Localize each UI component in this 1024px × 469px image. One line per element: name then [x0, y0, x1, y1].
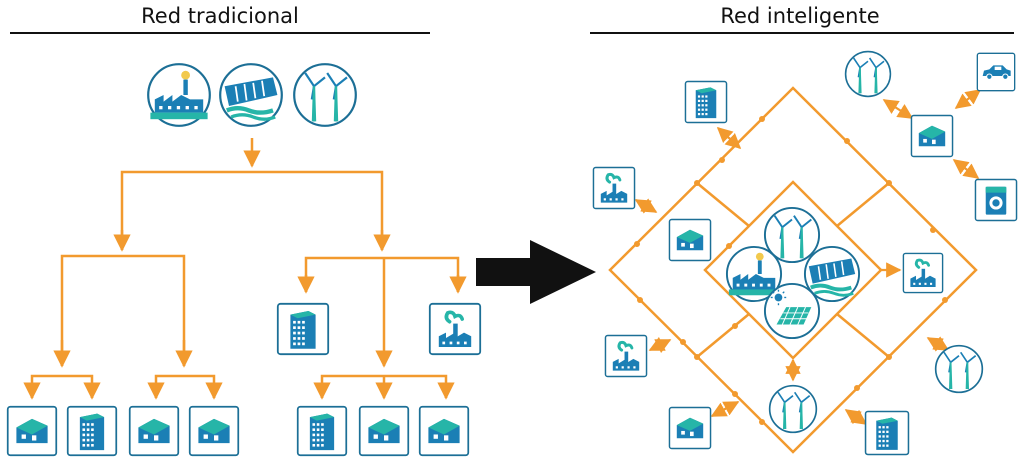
house-icon [358, 405, 410, 457]
wind-turbines-icon [768, 384, 818, 434]
office-building-icon [864, 410, 910, 456]
transition-arrow-icon [476, 240, 596, 304]
factory-icon [604, 334, 648, 378]
smart-grid-links [634, 89, 982, 425]
fossil-plant-icon [147, 63, 211, 127]
grid-nodes [634, 116, 948, 425]
house-icon [418, 405, 470, 457]
factory-icon [902, 252, 944, 294]
office-building-icon [296, 405, 348, 457]
office-building-icon [66, 405, 118, 457]
smart-grid-network [608, 86, 978, 454]
appliance-icon [974, 178, 1018, 222]
traditional-grid [23, 138, 467, 400]
house-icon [188, 405, 240, 457]
smart-grid-title: Red inteligente [720, 4, 880, 28]
office-building-icon [276, 302, 330, 356]
house-icon [6, 405, 58, 457]
wind-turbines-icon [293, 63, 357, 127]
hydro-dam-icon [220, 64, 282, 126]
house-icon [128, 405, 180, 457]
factory-icon [592, 166, 636, 210]
traditional-grid-title: Red tradicional [141, 4, 299, 28]
house-icon [668, 406, 712, 450]
electric-car-icon [976, 52, 1016, 92]
factory-icon [428, 302, 482, 356]
office-building-icon [684, 80, 728, 124]
house-icon [910, 114, 954, 158]
wind-turbines-icon [844, 50, 892, 98]
solar-panel-icon [763, 282, 821, 340]
house-icon [668, 218, 712, 262]
wind-turbines-icon [934, 344, 984, 394]
